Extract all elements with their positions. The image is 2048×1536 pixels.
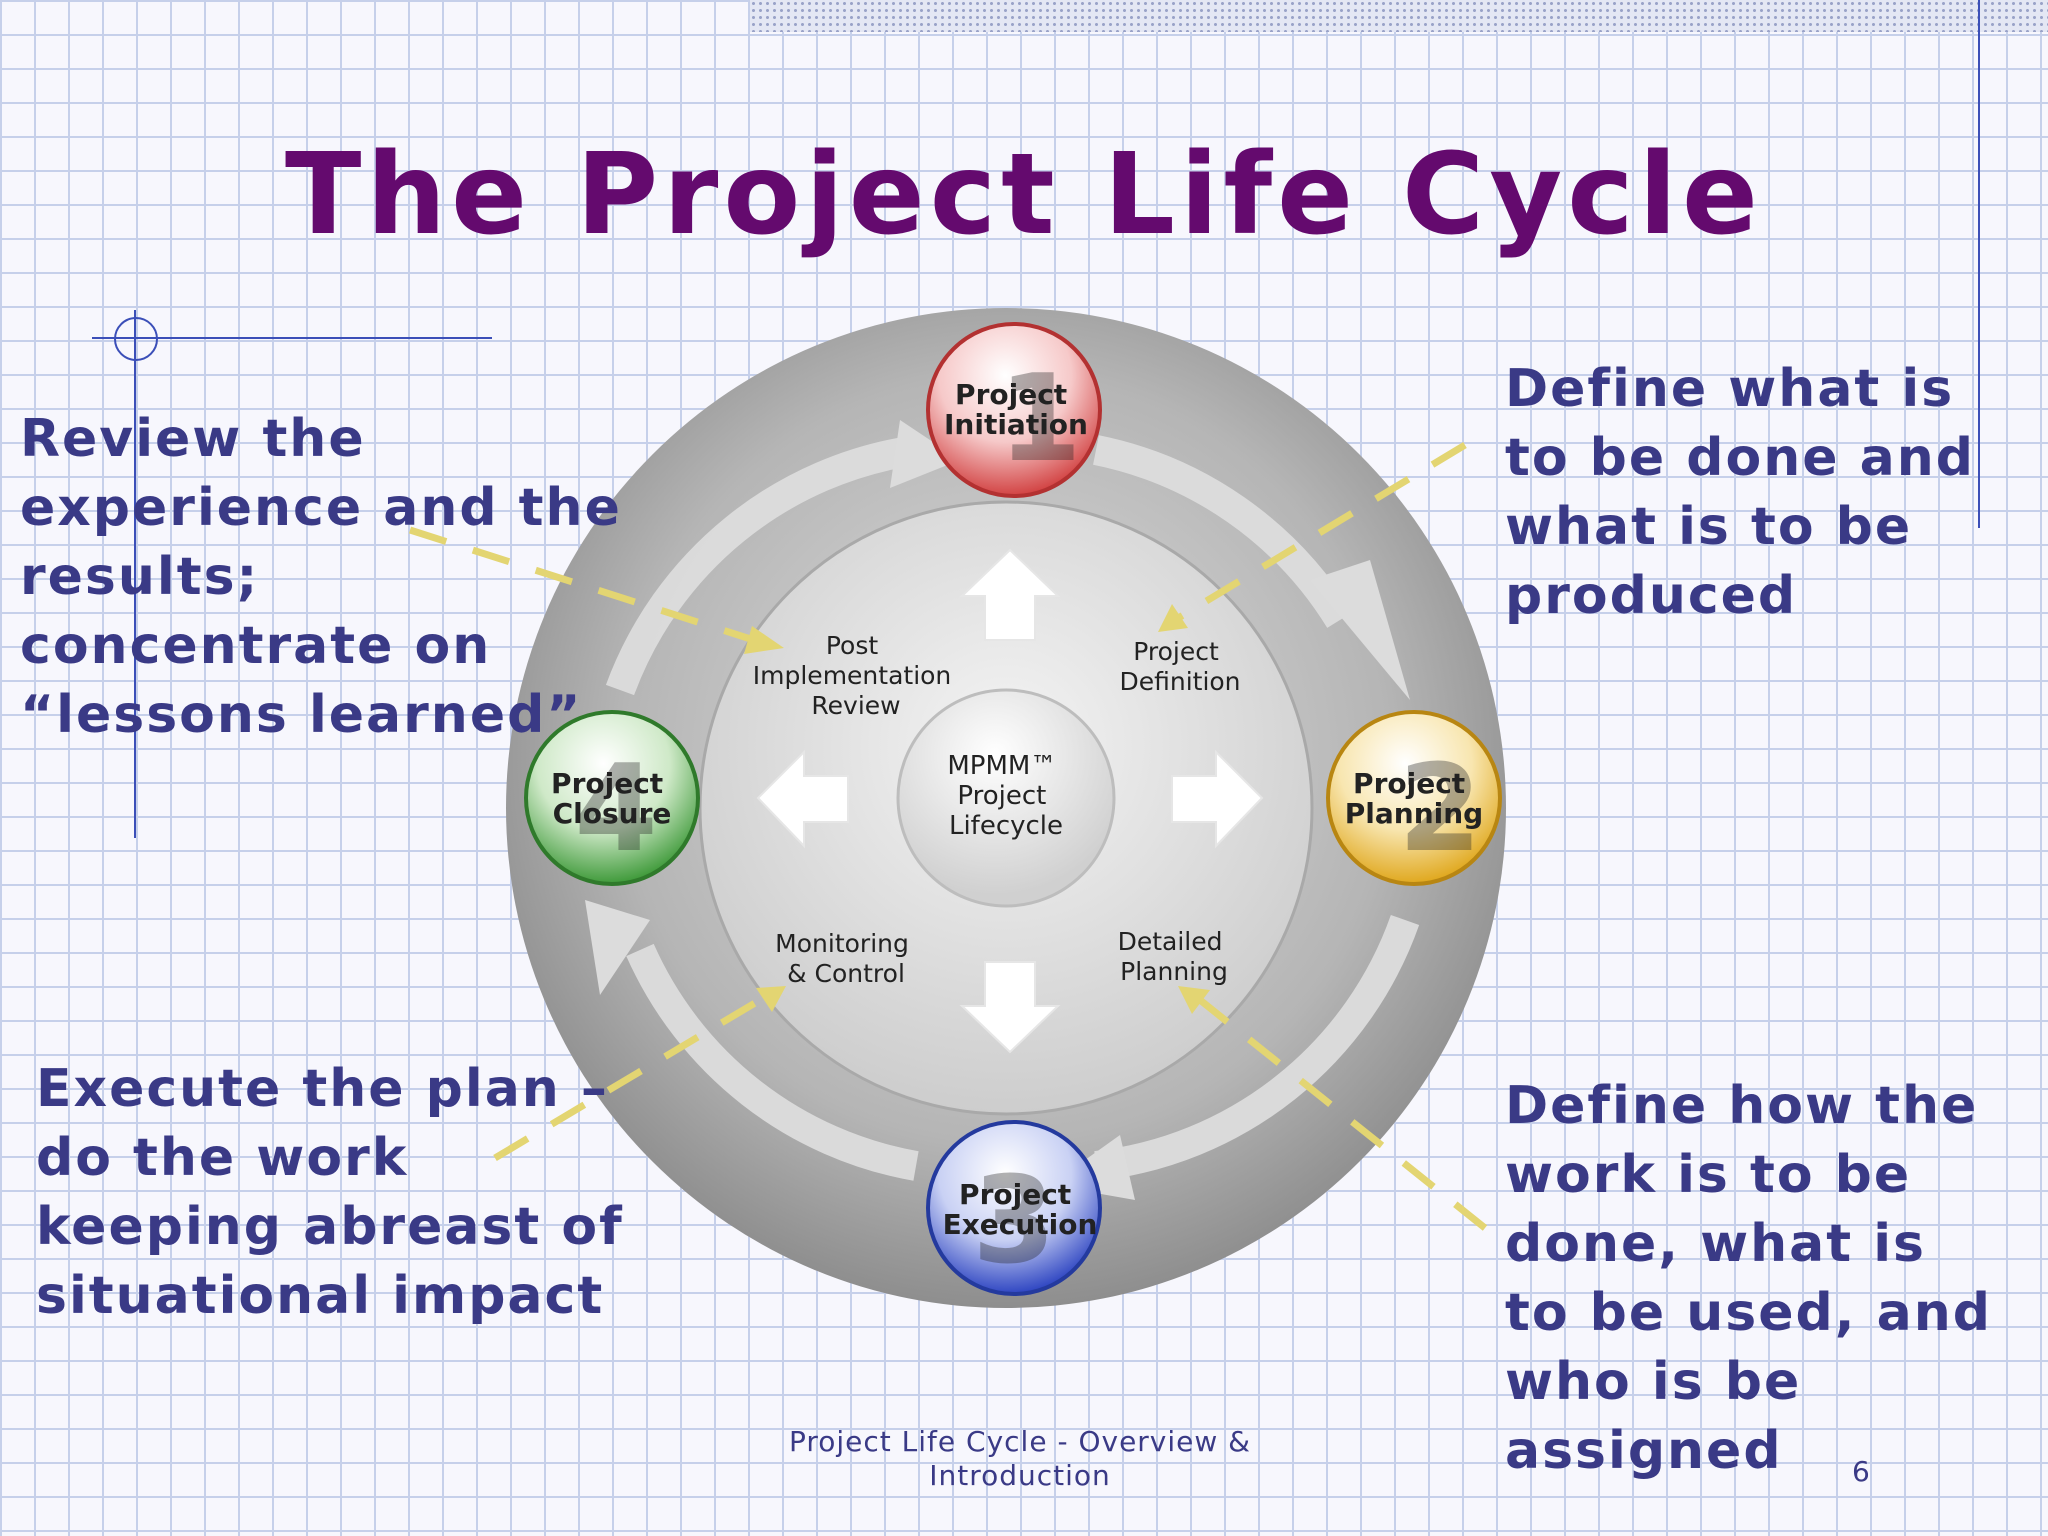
- definition-line-2: Definition: [1119, 667, 1240, 696]
- footer-line-2: Introduction: [929, 1459, 1111, 1492]
- caption-define-how-line: to be used, and: [1505, 1283, 1992, 1343]
- caption-execute-line: do the work: [36, 1128, 409, 1188]
- phase-3-line-2: Execution: [943, 1208, 1098, 1241]
- post-review-line-1: Post: [826, 631, 879, 660]
- decorative-vertical-line-left: [134, 310, 136, 838]
- top-dotted-band: [750, 0, 2048, 32]
- monitoring-line-1: Monitoring: [775, 929, 909, 958]
- phase-4-number: 4: [574, 740, 658, 879]
- decorative-vertical-line-right: [1978, 0, 1980, 528]
- detailed-planning-line-1: Detailed: [1118, 927, 1223, 956]
- definition-line-1: Project: [1133, 637, 1219, 666]
- slide-title: The Project Life Cycle: [284, 130, 1763, 260]
- project-definition-label: Project Definition: [1119, 637, 1240, 696]
- arrow-down: [959, 961, 1061, 1054]
- phase-closure-node: 4 Project Closure: [524, 710, 700, 886]
- caption-review: Review the experience and the results; c…: [20, 405, 640, 750]
- caption-define-how-line: who is be: [1505, 1352, 1802, 1412]
- arrow-right: [1171, 749, 1264, 849]
- caption-execute: Execute the plan – do the work keeping a…: [36, 1055, 636, 1331]
- phase-2-number: 2: [1398, 740, 1482, 879]
- monitoring-line-2: & Control: [787, 959, 905, 988]
- phase-2-line-2: Planning: [1345, 797, 1483, 830]
- slide-footer: Project Life Cycle - Overview & Introduc…: [740, 1425, 1300, 1493]
- detailed-planning-line-2: Planning: [1120, 957, 1228, 986]
- center-line-3: Lifecycle: [949, 811, 1063, 841]
- post-review-line-3: Review: [811, 691, 900, 720]
- center-line-2: Project: [957, 781, 1046, 811]
- caption-define-what-line: to be done and: [1505, 428, 1975, 488]
- footer-line-1: Project Life Cycle - Overview &: [788, 1425, 1252, 1458]
- detailed-planning-label: Detailed Planning: [1118, 927, 1231, 986]
- caption-review-line: concentrate on: [20, 616, 492, 676]
- pointer-execute: [493, 996, 762, 1162]
- phase-4-line-2: Closure: [553, 797, 672, 830]
- phase-2-line-1: Project: [1353, 767, 1465, 800]
- caption-define-how-line: assigned: [1505, 1421, 1783, 1481]
- caption-define-how-line: work is to be: [1505, 1145, 1912, 1205]
- inner-arrows: [756, 548, 1264, 1054]
- svg-text:Project Initiation: Project Initiation: [944, 378, 1088, 441]
- monitoring-control-label: Monitoring & Control: [775, 929, 917, 988]
- center-line-1: MPMM™: [947, 751, 1056, 781]
- post-review-label: Post Implementation Review: [753, 631, 959, 720]
- phase-1-line-1: Project: [955, 378, 1067, 411]
- caption-review-line: “lessons learned”: [20, 685, 583, 745]
- caption-review-line: results;: [20, 547, 260, 607]
- caption-execute-line: keeping abreast of: [36, 1197, 624, 1257]
- phase-1-number: 1: [998, 350, 1082, 489]
- post-review-line-2: Implementation: [753, 661, 952, 690]
- caption-define-how: Define how the work is to be done, what …: [1505, 1072, 2025, 1486]
- caption-execute-line: situational impact: [36, 1266, 605, 1326]
- svg-text:Project Closure: Project Closure: [551, 767, 673, 830]
- phase-execution-node: 3 Project Execution: [926, 1120, 1102, 1296]
- pointer-arrowheads: [744, 604, 1210, 1014]
- decorative-horizontal-line: [92, 337, 492, 339]
- caption-review-line: experience and the: [20, 478, 622, 538]
- caption-review-line: Review the: [20, 409, 366, 469]
- caption-define-what-line: produced: [1505, 566, 1798, 626]
- svg-text:Project Execution: Project Execution: [943, 1178, 1098, 1241]
- pointer-definition: [1173, 442, 1467, 623]
- arrow-up: [959, 548, 1061, 641]
- center-circle: [896, 688, 1116, 908]
- phase-3-number: 3: [972, 1152, 1056, 1291]
- caption-define-what-line: what is to be: [1505, 497, 1913, 557]
- arrow-left: [756, 749, 849, 849]
- decorative-crosshair-circle: [114, 317, 158, 361]
- page-number: 6: [1852, 1455, 1870, 1488]
- phase-planning-node: 2 Project Planning: [1326, 710, 1502, 886]
- phase-4-line-1: Project: [551, 767, 663, 800]
- phase-1-line-2: Initiation: [944, 408, 1088, 441]
- center-label: MPMM™ Project Lifecycle: [947, 751, 1064, 841]
- phase-3-line-1: Project: [959, 1178, 1071, 1211]
- phase-initiation-node: 1 Project Initiation: [926, 322, 1102, 498]
- caption-execute-line: Execute the plan –: [36, 1059, 609, 1119]
- caption-define-what: Define what is to be done and what is to…: [1505, 355, 2025, 631]
- pointer-lines: [408, 442, 1488, 1231]
- caption-define-how-line: Define how the: [1505, 1076, 1979, 1136]
- svg-text:Project Planning: Project Planning: [1345, 767, 1483, 830]
- caption-define-what-line: Define what is: [1505, 359, 1955, 419]
- caption-define-how-line: done, what is: [1505, 1214, 1926, 1274]
